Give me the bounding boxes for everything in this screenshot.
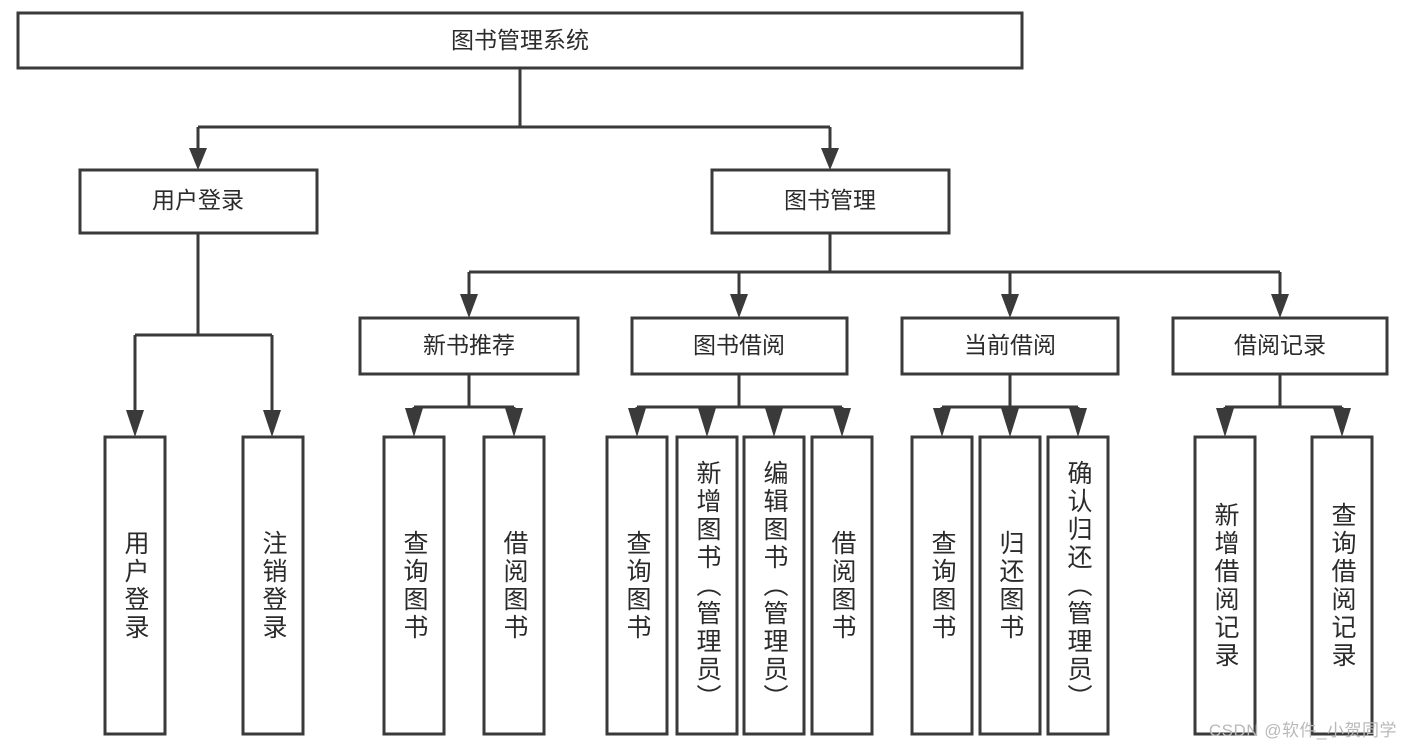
leaf-borrow-record-1-box[interactable] <box>1193 435 1257 736</box>
leaf-borrow-record-2[interactable]: 查询借阅记录 <box>1310 435 1374 736</box>
arrow-head-book-borrow <box>730 294 748 318</box>
node-book-borrow-box[interactable] <box>630 316 849 376</box>
leaf-user-login-2-box[interactable] <box>241 435 305 736</box>
leaf-book-borrow-4-label: 借阅图书 <box>828 530 857 642</box>
leaf-user-login-1-label: 用户登录 <box>121 530 150 642</box>
leaf-current-borrow-3[interactable]: 确认归还（管理员） <box>1046 435 1110 736</box>
leaf-borrow-record-2-label: 查询借阅记录 <box>1328 502 1357 670</box>
arrow-head-leaf-current-borrow-2 <box>1001 408 1019 437</box>
arrow-head-leaf-current-borrow-1 <box>933 408 951 437</box>
leaf-user-login-2[interactable]: 注销登录 <box>241 435 305 736</box>
leaf-book-borrow-1-label: 查询图书 <box>623 530 652 642</box>
leaf-current-borrow-1-label: 查询图书 <box>928 530 957 642</box>
leaf-book-borrow-3-label: 编辑图书（管理员） <box>760 460 789 712</box>
leaf-book-borrow-2-box[interactable] <box>675 435 739 736</box>
leaf-current-borrow-2-box[interactable] <box>978 435 1042 736</box>
leaf-current-borrow-1[interactable]: 查询图书 <box>910 435 974 736</box>
leaf-new-book-recommend-2[interactable]: 借阅图书 <box>482 435 546 736</box>
leaf-user-login-1[interactable]: 用户登录 <box>103 435 167 736</box>
node-user-login-box[interactable] <box>78 168 319 235</box>
arrow-head-leaf-user-login-1 <box>126 410 144 437</box>
arrow-head-leaf-user-login-2 <box>263 410 281 437</box>
leaf-book-borrow-3-box[interactable] <box>742 435 806 736</box>
arrow-head-leaf-current-borrow-3 <box>1069 408 1087 437</box>
arrow-head-leaf-book-borrow-4 <box>833 408 851 437</box>
leaf-new-book-recommend-1-box[interactable] <box>382 435 446 736</box>
node-current-borrow-label: 当前借阅 <box>964 332 1056 358</box>
node-borrow-record[interactable]: 借阅记录 <box>1171 316 1389 376</box>
leaf-current-borrow-2[interactable]: 归还图书 <box>978 435 1042 736</box>
arrow-head-user-login <box>189 148 207 170</box>
node-root-label: 图书管理系统 <box>451 27 589 53</box>
arrow-head-leaf-new-book-1 <box>405 408 423 437</box>
leaf-current-borrow-3-label: 确认归还（管理员） <box>1064 460 1093 712</box>
leaf-new-book-recommend-1-label: 查询图书 <box>400 530 429 642</box>
leaf-book-borrow-2[interactable]: 新增图书（管理员） <box>675 435 739 736</box>
node-root-box[interactable] <box>16 11 1024 70</box>
node-book-borrow[interactable]: 图书借阅 <box>630 316 849 376</box>
arrow-head-leaf-book-borrow-3 <box>765 408 783 437</box>
node-new-book-recommend-box[interactable] <box>358 316 580 376</box>
node-new-book-recommend[interactable]: 新书推荐 <box>358 316 580 376</box>
leaf-user-login-2-label: 注销登录 <box>259 530 288 642</box>
node-user-login[interactable]: 用户登录 <box>78 168 319 235</box>
leaf-new-book-recommend-2-label: 借阅图书 <box>500 530 529 642</box>
arrow-head-leaf-book-borrow-2 <box>698 408 716 437</box>
arrow-head-leaf-new-book-2 <box>505 408 523 437</box>
leaf-borrow-record-1[interactable]: 新增借阅记录 <box>1193 435 1257 736</box>
node-root-book-management-system[interactable]: 图书管理系统 <box>16 11 1024 70</box>
leaf-book-borrow-2-label: 新增图书（管理员） <box>693 460 722 712</box>
node-book-management-label: 图书管理 <box>784 187 876 213</box>
node-book-management-box[interactable] <box>710 168 951 235</box>
leaf-user-login-1-box[interactable] <box>103 435 167 736</box>
node-new-book-recommend-label: 新书推荐 <box>423 332 515 358</box>
leaf-new-book-recommend-2-box[interactable] <box>482 435 546 736</box>
leaf-borrow-record-1-label: 新增借阅记录 <box>1211 502 1240 670</box>
arrow-head-leaf-borrow-record-1 <box>1216 408 1234 437</box>
arrow-head-new-book <box>460 294 478 318</box>
leaf-book-borrow-4[interactable]: 借阅图书 <box>810 435 874 736</box>
arrow-head-borrow-record <box>1271 294 1289 318</box>
leaf-book-borrow-3[interactable]: 编辑图书（管理员） <box>742 435 806 736</box>
arrow-head-current-borrow <box>1001 294 1019 318</box>
arrow-head-book-mgmt <box>821 148 839 170</box>
node-borrow-record-box[interactable] <box>1171 316 1389 376</box>
node-book-borrow-label: 图书借阅 <box>693 332 785 358</box>
node-borrow-record-label: 借阅记录 <box>1234 332 1326 358</box>
leaf-current-borrow-1-box[interactable] <box>910 435 974 736</box>
leaf-book-borrow-4-box[interactable] <box>810 435 874 736</box>
leaf-borrow-record-2-box[interactable] <box>1310 435 1374 736</box>
arrow-head-leaf-book-borrow-1 <box>628 408 646 437</box>
node-book-management[interactable]: 图书管理 <box>710 168 951 235</box>
connector-layer <box>126 68 1351 437</box>
leaf-new-book-recommend-1[interactable]: 查询图书 <box>382 435 446 736</box>
node-user-login-label: 用户登录 <box>152 187 244 213</box>
node-current-borrow[interactable]: 当前借阅 <box>900 316 1120 376</box>
leaf-book-borrow-1-box[interactable] <box>605 435 669 736</box>
leaf-current-borrow-2-label: 归还图书 <box>996 530 1025 642</box>
node-current-borrow-box[interactable] <box>900 316 1120 376</box>
leaf-current-borrow-3-box[interactable] <box>1046 435 1110 736</box>
arrow-head-leaf-borrow-record-2 <box>1333 408 1351 437</box>
leaf-book-borrow-1[interactable]: 查询图书 <box>605 435 669 736</box>
